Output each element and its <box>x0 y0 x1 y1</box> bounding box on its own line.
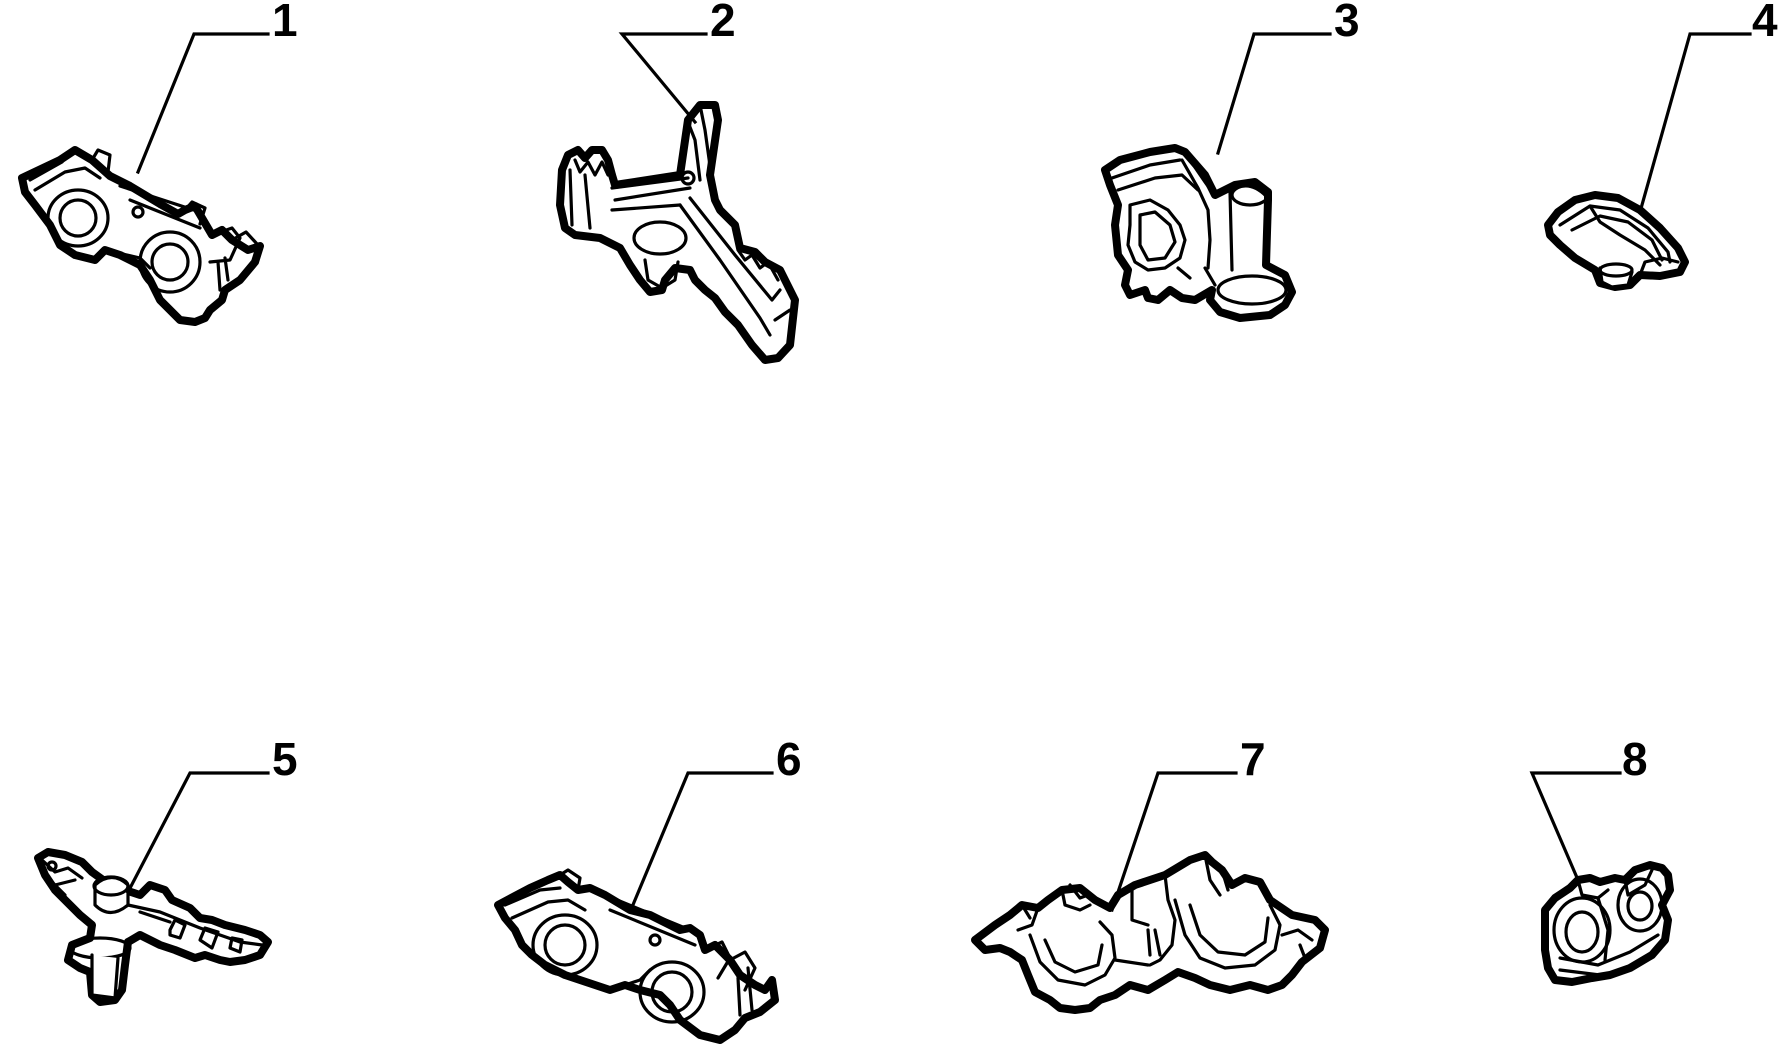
part-1-label: 1 <box>272 0 298 46</box>
part-5[interactable]: 5 <box>34 733 298 1006</box>
double-hose-clamp-icon <box>971 851 1329 1014</box>
stud-mount-pipe-holder-icon <box>34 848 272 1006</box>
cable-clip-with-stud-icon <box>1101 144 1296 322</box>
part-4-leader <box>1638 32 1752 214</box>
part-7[interactable]: 7 <box>971 733 1329 1014</box>
part-6-leader <box>627 771 774 915</box>
part-4-label: 4 <box>1752 0 1778 46</box>
part-2-label: 2 <box>710 0 736 46</box>
part-7-label: 7 <box>1240 733 1266 785</box>
part-6-label: 6 <box>776 733 802 785</box>
part-8-leader <box>1529 771 1622 883</box>
part-8-label: 8 <box>1622 733 1648 785</box>
part-3-label: 3 <box>1334 0 1360 46</box>
part-7-leader <box>1109 771 1238 913</box>
twin-pipe-clip-icon <box>18 146 264 326</box>
branched-holder-clip-icon <box>556 101 799 364</box>
single-pipe-clip-icon <box>1541 861 1674 986</box>
part-1[interactable]: 1 <box>18 0 298 326</box>
part-3-leader <box>1216 32 1332 155</box>
twin-pipe-clip-icon <box>494 868 779 1044</box>
push-in-clip-icon <box>1544 191 1689 291</box>
part-2[interactable]: 2 <box>556 0 799 364</box>
part-1-leader <box>135 32 270 175</box>
part-2-leader <box>618 32 708 125</box>
part-6[interactable]: 6 <box>494 733 802 1044</box>
part-5-leader <box>125 771 270 895</box>
part-5-label: 5 <box>272 733 298 785</box>
part-4[interactable]: 4 <box>1544 0 1778 291</box>
part-3[interactable]: 3 <box>1101 0 1360 322</box>
part-8[interactable]: 8 <box>1529 733 1674 986</box>
